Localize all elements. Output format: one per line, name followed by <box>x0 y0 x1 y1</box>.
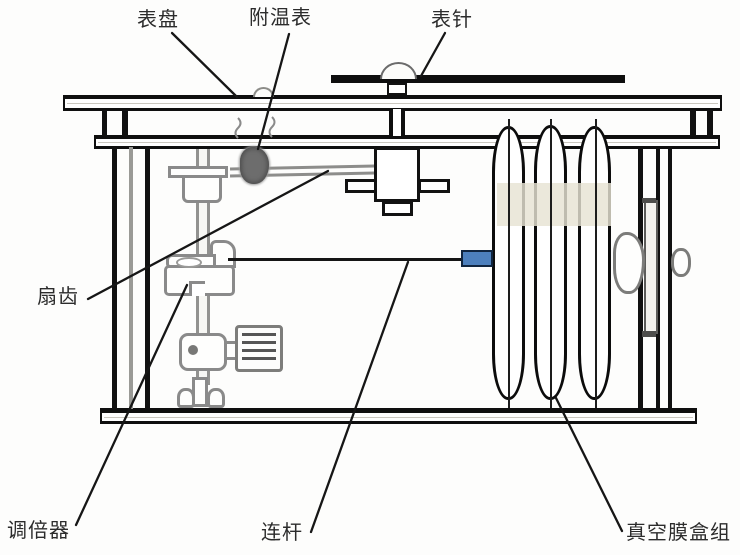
attached-thermometer-blob <box>240 147 269 184</box>
strip-bottom-cap <box>642 331 656 337</box>
capsule-3-axis <box>595 119 597 408</box>
pivot-dot <box>188 345 198 355</box>
label-dial: 表盘 <box>137 9 179 31</box>
right-post-1 <box>690 110 696 136</box>
left-leg-3 <box>145 147 150 409</box>
label-connecting-rod: 连杆 <box>261 522 303 544</box>
multiplier-lip-slot <box>176 257 202 268</box>
leader-pointer <box>419 31 447 78</box>
pointer-needle-bar <box>331 75 625 83</box>
right-small-scribble <box>671 248 691 277</box>
label-pointer-needle: 表针 <box>431 9 473 31</box>
shaft-foot-right-lobe <box>207 388 225 408</box>
left-post-2 <box>122 110 128 136</box>
movement-bottom-tab <box>382 201 413 216</box>
shaft-foot-left-lobe <box>177 388 195 408</box>
connecting-rod-line <box>228 258 463 261</box>
strip-top-cap <box>642 198 656 203</box>
label-sector-gear: 扇齿 <box>37 286 79 308</box>
base-plate <box>100 408 697 424</box>
capsule-2-axis <box>550 119 552 408</box>
left-leg-1 <box>112 147 117 409</box>
leader-dial <box>170 31 239 99</box>
movement-post <box>389 109 405 136</box>
label-attached-thermometer: 附温表 <box>249 7 312 29</box>
left-post-1 <box>102 110 107 136</box>
movement-body <box>374 147 420 202</box>
movement-right-arm <box>418 179 450 193</box>
link-block <box>461 250 493 267</box>
vacuum-capsule-3 <box>578 126 611 400</box>
pointer-hub-dome <box>380 62 417 79</box>
movement-left-arm <box>345 179 377 193</box>
label-vacuum-capsule-group: 真空膜盒组 <box>626 522 731 544</box>
right-post-2 <box>707 110 713 136</box>
hatched-block <box>235 325 283 372</box>
right-slide-strip <box>644 200 658 334</box>
leader-connecting-rod <box>309 260 410 534</box>
dial-bump <box>253 87 274 97</box>
multiplier-notch <box>189 281 205 296</box>
pointer-hub-base <box>387 83 407 95</box>
shaft-cup <box>182 175 222 203</box>
right-leg-3 <box>668 147 672 409</box>
left-leg-2 <box>129 147 133 409</box>
capsule-1-axis <box>508 119 510 408</box>
pivot-block <box>179 333 227 371</box>
right-leg-2 <box>656 147 660 409</box>
highlight-band <box>497 183 611 226</box>
squiggle-right <box>268 116 276 138</box>
label-multiplier: 调倍器 <box>7 520 70 542</box>
right-mechanism-scribble <box>613 232 645 294</box>
